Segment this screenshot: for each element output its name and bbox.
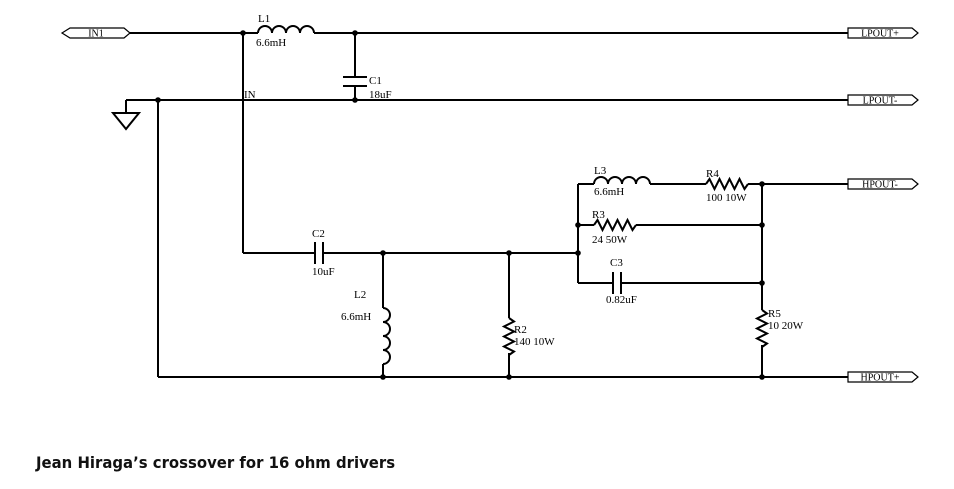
r4-value: 100 10W [706, 192, 747, 204]
c3-name: C3 [610, 257, 623, 269]
figure-caption: Jean Hiraga’s crossover for 16 ohm drive… [36, 453, 396, 472]
input-port-in1: IN1 [60, 27, 131, 40]
inductor-l2 [382, 307, 391, 365]
r3-value: 24 50W [592, 234, 628, 246]
net-label-in: IN [244, 89, 256, 101]
l2-name: L2 [354, 289, 366, 301]
output-port-lpout-plus: LPOUT+ [847, 27, 919, 40]
resistor-r3 [593, 217, 637, 233]
hpout-minus-label: HPOUT- [862, 180, 898, 191]
output-port-lpout-minus: LPOUT- [847, 94, 919, 107]
hpout-plus-label: HPOUT+ [861, 373, 900, 384]
inductor-l3 [593, 176, 651, 185]
inductor-l1 [257, 25, 315, 34]
output-port-hpout-minus: HPOUT- [847, 178, 919, 191]
c1-value: 18uF [369, 89, 392, 101]
r4-name: R4 [706, 168, 719, 180]
c1-name: C1 [369, 75, 382, 87]
l1-name: L1 [258, 13, 270, 25]
lpout-minus-label: LPOUT- [863, 96, 898, 107]
junction-r5-bottom [759, 374, 765, 380]
r5-value: 10 20W [768, 320, 804, 332]
resistor-r5 [754, 309, 770, 348]
in1-label: IN1 [88, 29, 104, 40]
r2-name: R2 [514, 324, 527, 336]
l3-name: L3 [594, 165, 607, 177]
crossover-schematic: IN1 L1 6.6mH LPOUT+ C1 18uF LPOUT- IN C2… [60, 13, 919, 384]
r5-name: R5 [768, 308, 781, 320]
ground-icon [110, 112, 142, 131]
junction-r2-bottom [506, 374, 512, 380]
junction-l2-bottom [380, 374, 386, 380]
r3-name: R3 [592, 209, 605, 221]
resistor-r2 [501, 317, 517, 356]
c2-value: 10uF [312, 266, 335, 278]
l3-value: 6.6mH [594, 186, 624, 198]
c3-value: 0.82uF [606, 294, 637, 306]
resistor-r4 [705, 176, 749, 192]
output-port-hpout-plus: HPOUT+ [847, 371, 919, 384]
r2-value: 140 10W [514, 336, 555, 348]
l1-value: 6.6mH [256, 37, 286, 49]
c2-name: C2 [312, 228, 325, 240]
lpout-plus-label: LPOUT+ [861, 29, 899, 40]
l2-value: 6.6mH [341, 311, 371, 323]
